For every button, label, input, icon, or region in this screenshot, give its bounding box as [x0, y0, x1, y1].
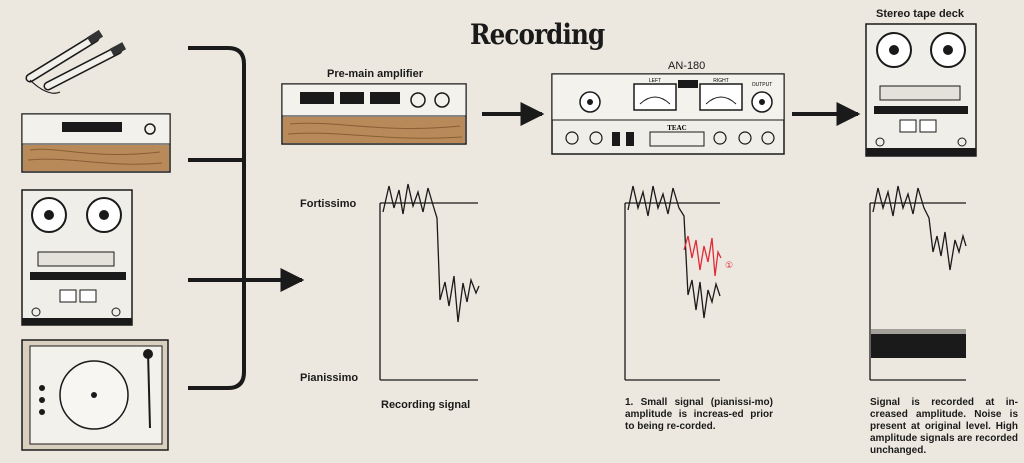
boosted-signal-waveform: [683, 235, 722, 277]
recorded-signal-waveform: [872, 185, 967, 271]
input-signal-graph: [379, 183, 480, 381]
pre-main-amplifier-icon: [281, 83, 467, 145]
input-caption: Recording signal: [381, 399, 471, 411]
page-title: Recording: [470, 18, 605, 51]
processed-signal-waveform: [627, 185, 721, 319]
an-180-left-meter-label: LEFT: [649, 78, 661, 84]
deck-label: Stereo tape deck: [876, 8, 965, 20]
microphones-icon: [25, 29, 127, 94]
circled-marker: ①: [725, 261, 733, 271]
stereo-tape-deck-icon: [865, 23, 977, 157]
noise-floor-band: [871, 334, 966, 358]
input-signal-waveform: [382, 183, 480, 323]
an-180-brand-label: TEAC: [667, 124, 686, 132]
source-bracket: [188, 46, 246, 390]
processed-signal-graph: [624, 185, 722, 381]
recorded-signal-graph: [869, 185, 967, 381]
fortissimo-label: Fortissimo: [300, 198, 357, 210]
an-180-output-label: OUTPUT: [752, 82, 773, 88]
pianissimo-label: Pianissimo: [300, 372, 359, 384]
tuner-icon: [21, 113, 171, 173]
processor-label: AN-180: [668, 60, 706, 72]
amplifier-label: Pre-main amplifier: [327, 68, 423, 80]
an-180-right-meter-label: RIGHT: [713, 78, 729, 84]
turntable-icon: [21, 339, 169, 451]
an-180-unit-icon: [551, 73, 785, 155]
processed-caption: 1. Small signal (pianissi-mo) amplitude …: [625, 397, 773, 432]
recorded-caption: Signal is recorded at in-creased amplitu…: [870, 397, 1018, 456]
reel-to-reel-source-icon: [21, 189, 133, 326]
